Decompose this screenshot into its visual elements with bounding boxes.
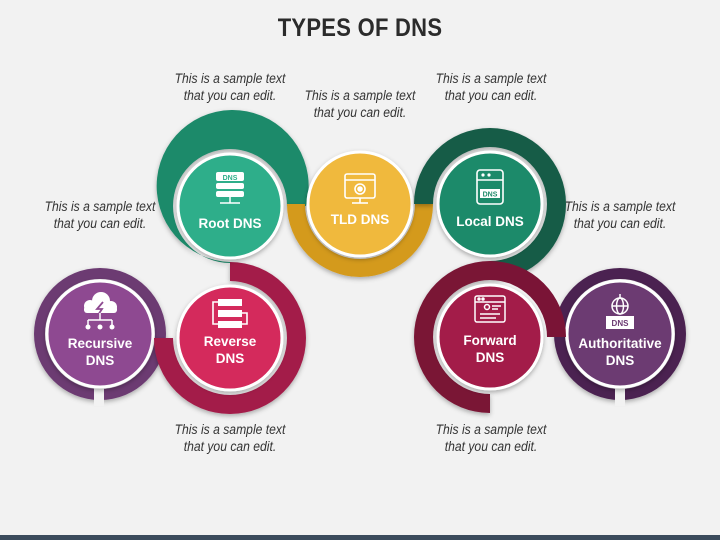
root-icon-text: DNS [223,175,238,182]
root-label: Root DNS [199,216,262,231]
caption-forward: This is a sample text that you can edit. [435,422,547,454]
slide-title: TYPES OF DNS [277,14,443,42]
recursive-label-line1: Recursive [68,336,133,351]
reverse-label-line1: Reverse [204,334,257,349]
node-forward: Forward DNS [414,261,566,413]
forward-label-line2: DNS [476,350,505,365]
caption-reverse: This is a sample text that you can edit. [174,422,286,454]
node-reverse: Reverse DNS [154,262,306,414]
dns-globe-icon: DNS [606,294,634,329]
node-root: DNS Root DNS [156,110,309,263]
browser-form-icon [474,295,506,323]
node-tld: TLD DNS [287,150,433,277]
caption-authoritative: This is a sample text that you can edit. [564,199,676,231]
recursive-label-line2: DNS [86,353,115,368]
node-recursive: Recursive DNS [34,268,166,406]
authoritative-label-line2: DNS [606,353,635,368]
local-label: Local DNS [456,214,524,229]
tld-label: TLD DNS [331,212,390,227]
local-icon-text: DNS [483,192,498,199]
dns-database-icon: DNS [476,169,504,205]
caption-tld: This is a sample text that you can edit. [304,88,416,120]
bottom-bar [0,535,720,540]
flowchart-icon [212,299,248,328]
authoritative-icon-text: DNS [612,319,630,328]
caption-recursive: This is a sample text that you can edit. [44,199,156,231]
caption-local: This is a sample text that you can edit. [435,71,547,103]
node-authoritative: DNS Authoritative DNS [554,268,686,406]
node-local: DNS Local DNS [414,128,566,280]
caption-root: This is a sample text that you can edit. [174,71,286,103]
reverse-label-line2: DNS [216,351,245,366]
forward-label-line1: Forward [463,333,516,348]
dns-server-icon: DNS [216,172,244,204]
browser-settings-icon [344,173,376,204]
cloud-network-icon [84,292,117,330]
authoritative-label-line1: Authoritative [578,336,662,351]
